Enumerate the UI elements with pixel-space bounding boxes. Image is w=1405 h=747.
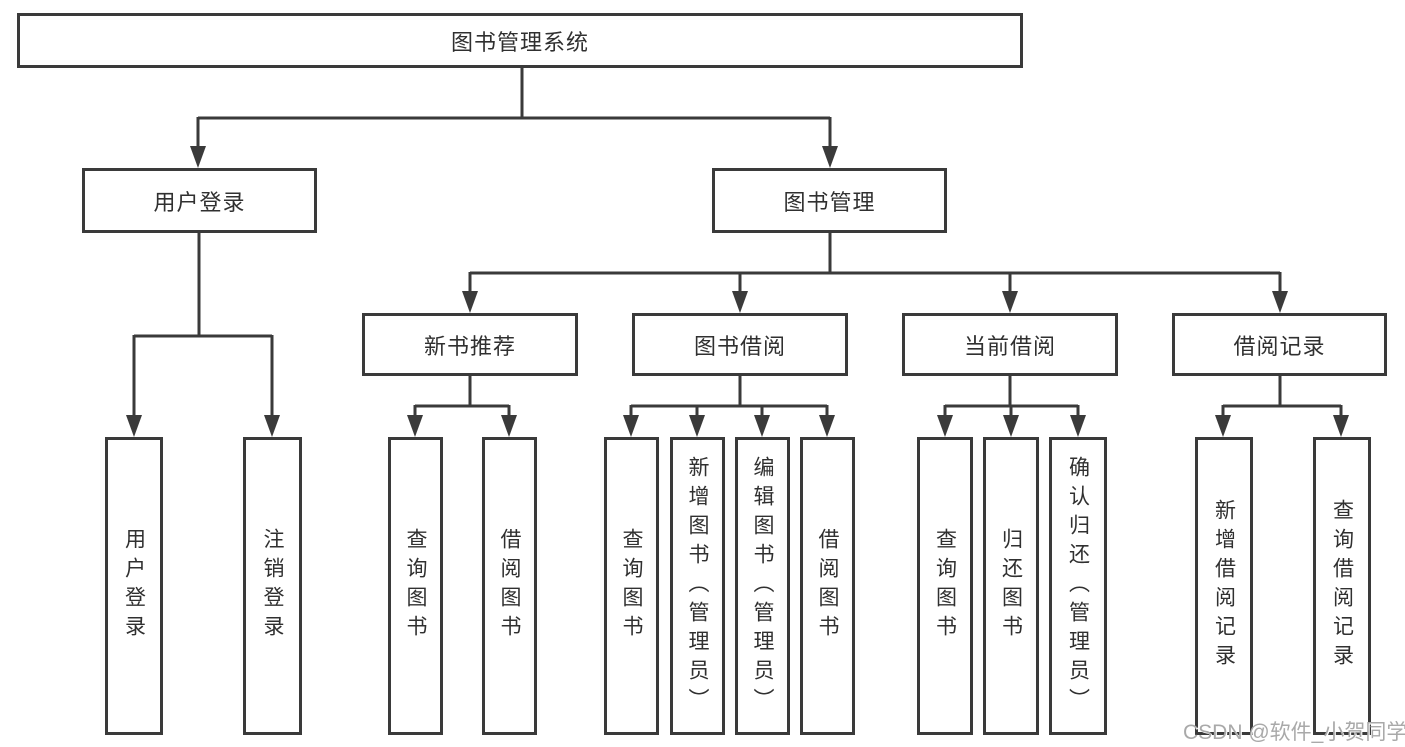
node-root: 图书管理系统 (17, 13, 1023, 68)
node-leaf-user-login: 用户登录 (105, 437, 163, 735)
node-current-borrow: 当前借阅 (902, 313, 1118, 376)
node-leaf-return-book: 归还图书 (983, 437, 1039, 735)
node-leaf-borrow-books: 借阅图书 (800, 437, 855, 735)
watermark: CSDN @软件_小贺同学 (1183, 721, 1405, 744)
node-leaf-query-books-current: 查询图书 (917, 437, 973, 735)
node-new-book-recommend: 新书推荐 (362, 313, 578, 376)
node-leaf-logout: 注销登录 (243, 437, 302, 735)
node-leaf-query-books-borrow: 查询图书 (604, 437, 659, 735)
node-leaf-query-books-recommend: 查询图书 (388, 437, 443, 735)
node-book-management: 图书管理 (712, 168, 947, 233)
node-borrow-records: 借阅记录 (1172, 313, 1387, 376)
node-leaf-confirm-return-admin: 确认归还（管理员） (1049, 437, 1107, 735)
node-leaf-query-borrow-record: 查询借阅记录 (1313, 437, 1371, 735)
node-leaf-borrow-books-recommend: 借阅图书 (482, 437, 537, 735)
node-leaf-edit-book-admin: 编辑图书（管理员） (735, 437, 790, 735)
node-book-borrow: 图书借阅 (632, 313, 848, 376)
node-user-login: 用户登录 (82, 168, 317, 233)
node-leaf-add-borrow-record: 新增借阅记录 (1195, 437, 1253, 735)
node-leaf-add-book-admin: 新增图书（管理员） (670, 437, 725, 735)
